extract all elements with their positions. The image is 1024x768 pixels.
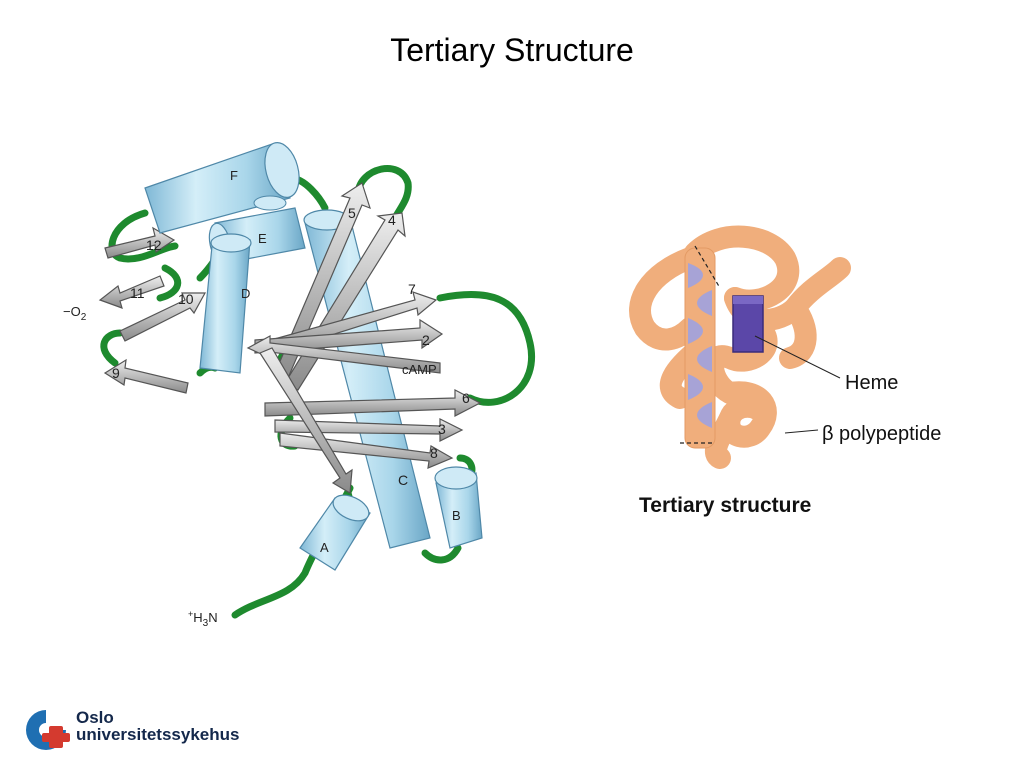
svg-text:+H3N: +H3N xyxy=(188,609,218,629)
hospital-name: Oslo universitetssykehus xyxy=(76,709,239,743)
helix-b: B xyxy=(434,466,483,549)
strand-label-11: 11 xyxy=(130,285,145,301)
loop-7-6 xyxy=(436,290,535,406)
n-terminus-label: +H3N xyxy=(188,609,218,629)
strand-labels: 2 3 4 5 6 7 8 9 10 11 12 xyxy=(112,205,470,461)
strand-label-10: 10 xyxy=(178,291,194,307)
strand-label-2: 2 xyxy=(422,332,430,348)
hospital-name-line1: Oslo xyxy=(76,708,114,727)
strand-10 xyxy=(119,292,207,342)
helix-a: A xyxy=(299,494,371,571)
slide-title: Tertiary Structure xyxy=(390,32,634,68)
beta-strands xyxy=(98,182,482,494)
loop-b-bottom xyxy=(421,544,462,564)
strand-label-8: 8 xyxy=(430,445,438,461)
helix-c-label: C xyxy=(398,472,408,488)
strand-label-7: 7 xyxy=(408,281,416,297)
camp-label: cAMP xyxy=(402,362,437,377)
strand-label-3: 3 xyxy=(438,421,446,437)
strand-6 xyxy=(264,389,482,417)
strand-label-6: 6 xyxy=(462,390,470,406)
loop-11-10 xyxy=(156,264,181,302)
strand-label-12: 12 xyxy=(146,237,162,253)
helix-f: F xyxy=(144,142,300,234)
loop-12-top xyxy=(108,209,179,263)
loop-5-4 xyxy=(354,165,412,222)
hospital-name-line2: universitetssykehus xyxy=(76,725,240,744)
helix-e-label: E xyxy=(258,231,267,246)
strand-label-4: 4 xyxy=(388,212,396,228)
heme-group xyxy=(732,295,764,353)
helix-b-label: B xyxy=(452,508,461,523)
tertiary-structure-caption: Tertiary structure xyxy=(639,494,812,517)
polypeptide-label: β polypeptide xyxy=(822,423,941,445)
helix-a-label: A xyxy=(320,540,329,555)
strand-3 xyxy=(274,418,464,442)
myoglobin-diagram: Heme β polypeptide xyxy=(629,225,941,469)
oslo-hospital-logo-icon xyxy=(26,710,70,750)
strand-label-9: 9 xyxy=(112,365,120,381)
strand-9 xyxy=(103,358,189,394)
svg-text:−O2: −O2 xyxy=(63,304,87,323)
heme-label: Heme xyxy=(845,372,898,394)
loop-9 xyxy=(100,329,124,367)
strand-label-5: 5 xyxy=(348,205,356,221)
protein-ribbon-diagram: C 2 3 4 5 6 7 8 9 10 11 12 cAMP F xyxy=(63,142,535,629)
helix-d: D xyxy=(199,233,252,374)
strand-12 xyxy=(104,226,176,259)
heme-leader-line xyxy=(754,335,841,379)
helix-d-label: D xyxy=(241,286,250,301)
polypeptide-leader-line xyxy=(784,429,819,434)
o2-label: −O2 xyxy=(63,304,87,323)
strand-11 xyxy=(98,275,165,309)
helix-f-label: F xyxy=(230,168,238,183)
strand-centre-down xyxy=(259,347,353,494)
alpha-helix-coil xyxy=(688,263,712,428)
strand-cAMP-left xyxy=(246,334,441,374)
